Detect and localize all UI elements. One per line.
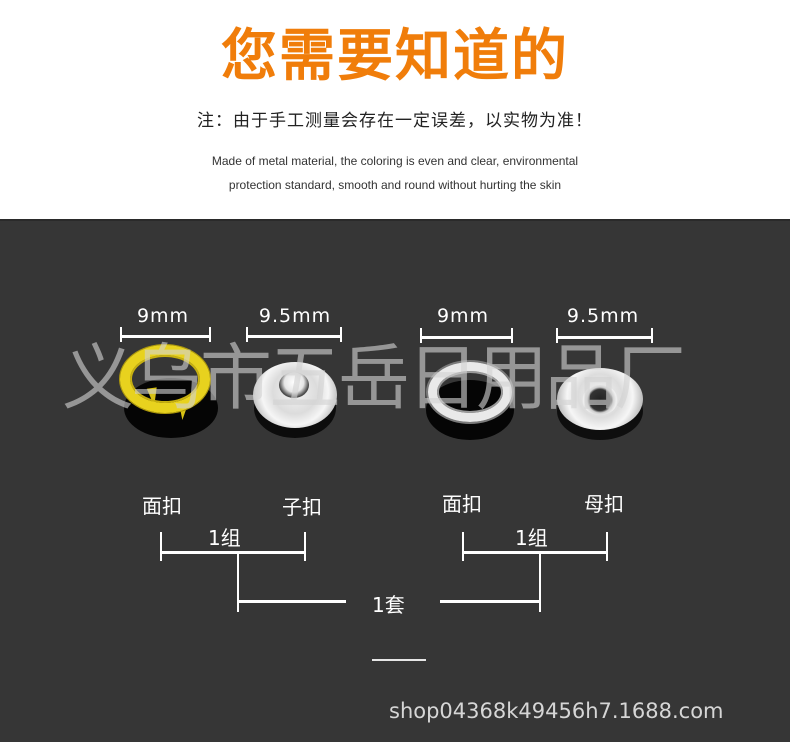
set-label: 1套 [372, 593, 405, 617]
group-bracket-tick [606, 532, 608, 561]
footer-divider [372, 659, 426, 661]
diagram-section [0, 219, 790, 742]
dimension-bar-4 [556, 336, 652, 339]
part-label-face-snap-1: 面扣 [142, 494, 182, 518]
set-bracket-left [238, 600, 346, 603]
section-divider [0, 219, 790, 221]
set-bracket-right [440, 600, 540, 603]
group-bracket-2 [462, 551, 608, 554]
group-label-2: 1组 [515, 526, 548, 550]
description-line-1: Made of metal material, the coloring is … [211, 154, 579, 168]
header-section: 您需要知道的 注：由于手工测量会存在一定误差，以实物为准！ Made of me… [0, 0, 790, 219]
group-bracket-stem [237, 552, 239, 612]
group-bracket-stem [539, 552, 541, 612]
part-label-socket: 母扣 [584, 492, 624, 516]
measurement-note: 注：由于手工测量会存在一定误差，以实物为准！ [197, 111, 593, 131]
dimension-tick [340, 327, 342, 342]
dimension-tick [511, 328, 513, 343]
page-title: 您需要知道的 [221, 24, 569, 89]
group-bracket-tick [160, 532, 162, 561]
shop-url: shop04368k49456h7.1688.com [389, 699, 724, 723]
dimension-label-4: 9.5mm [566, 305, 640, 327]
dimension-label-3: 9mm [436, 305, 490, 327]
dimension-bar-3 [421, 336, 511, 339]
dimension-label-1: 9mm [136, 305, 190, 327]
part-label-face-snap-2: 面扣 [442, 492, 482, 516]
dimension-tick [120, 327, 122, 342]
dimension-tick [420, 328, 422, 343]
dimension-label-2: 9.5mm [258, 305, 332, 327]
group-label-1: 1组 [208, 526, 241, 550]
group-bracket-tick [462, 532, 464, 561]
part-label-stud: 子扣 [282, 495, 322, 519]
dimension-bar-2 [246, 335, 341, 338]
group-bracket-tick [304, 532, 306, 561]
description-line-2: protection standard, smooth and round wi… [228, 178, 562, 192]
dimension-tick [209, 327, 211, 342]
dimension-tick [556, 328, 558, 343]
dimension-bar-1 [121, 335, 211, 338]
group-bracket-1 [160, 551, 306, 554]
dimension-tick [651, 328, 653, 343]
dimension-tick [246, 327, 248, 342]
